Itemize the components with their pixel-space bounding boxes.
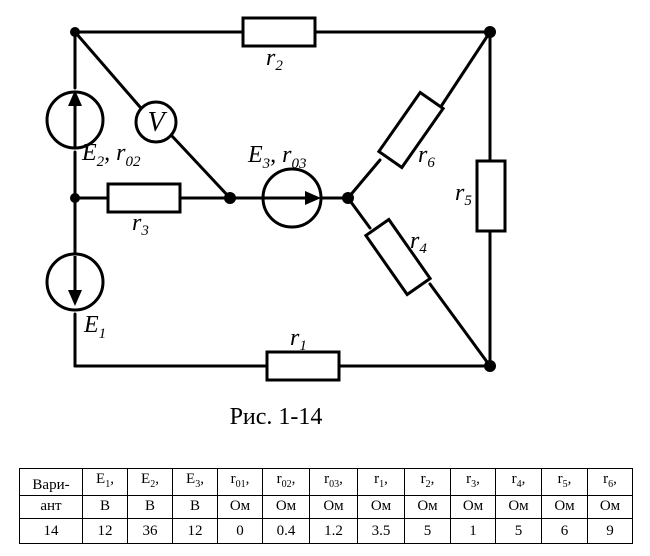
- circuit-diagram: V r2 E2, r02 E3, r03 r6 r5 r4 r3 E1 r1: [45, 16, 507, 382]
- wire-diag-voltmeter-bottom: [170, 134, 232, 200]
- label-r4: r4: [410, 228, 427, 257]
- header-r3-unit: Ом: [450, 495, 496, 519]
- node-top-left: [70, 27, 80, 37]
- header-r4-top: r4,: [495, 468, 542, 496]
- header-r2-top: r2,: [404, 468, 451, 496]
- node-left-mid: [70, 193, 80, 203]
- label-r1: r1: [290, 325, 307, 354]
- header-r5-top: r5,: [541, 468, 588, 496]
- cell-variant: 14: [19, 518, 83, 544]
- resistor-r5: [475, 159, 507, 233]
- header-e3-unit: В: [172, 495, 218, 519]
- header-r1-top: r1,: [357, 468, 405, 496]
- cell-r3: 1: [450, 518, 496, 544]
- cell-r02: 0.4: [262, 518, 310, 544]
- table-header-row-top: Вари- E1, E2, E3, r01, r02, r03, r1, r2,…: [19, 468, 633, 496]
- label-r3: r3: [132, 210, 149, 239]
- resistor-r1: [265, 350, 341, 382]
- parameters-table: Вари- E1, E2, E3, r01, r02, r03, r1, r2,…: [19, 468, 633, 544]
- header-r6-unit: Ом: [587, 495, 633, 519]
- header-e1-top: E1,: [82, 468, 128, 496]
- node-center-right: [342, 192, 354, 204]
- cell-r6: 9: [587, 518, 633, 544]
- label-r2: r2: [266, 45, 283, 74]
- voltmeter-symbol: V: [147, 107, 167, 138]
- cell-r01: 0: [217, 518, 263, 544]
- node-center-left: [224, 192, 236, 204]
- resistor-r6: [376, 90, 446, 170]
- wire-node-r6: [346, 158, 382, 200]
- cell-e1: 12: [82, 518, 128, 544]
- table-header-row-bottom: ант В В В Ом Ом Ом Ом Ом Ом Ом Ом Ом: [19, 495, 633, 519]
- header-variant-bottom: ант: [19, 495, 83, 519]
- header-e2-top: E2,: [127, 468, 173, 496]
- table-row: 14 12 36 12 0 0.4 1.2 3.5 5 1 5 6 9: [19, 518, 633, 544]
- cell-e2: 36: [127, 518, 173, 544]
- header-r01-unit: Ом: [217, 495, 263, 519]
- cell-r1: 3.5: [357, 518, 405, 544]
- label-r6: r6: [418, 142, 435, 171]
- resistor-r4: [363, 217, 433, 297]
- header-r5-unit: Ом: [541, 495, 588, 519]
- cell-r2: 5: [404, 518, 451, 544]
- figure-caption: Рис. 1-14: [229, 404, 323, 430]
- header-r3-top: r3,: [450, 468, 496, 496]
- wire-node-r4: [346, 196, 372, 230]
- wire-r4-corner: [428, 282, 492, 368]
- header-r03-top: r03,: [309, 468, 358, 496]
- source-e2-arrow-head: [68, 90, 82, 106]
- cell-r4: 5: [495, 518, 542, 544]
- wire-r6-corner: [438, 30, 492, 110]
- label-r5: r5: [455, 180, 472, 209]
- header-r01-top: r01,: [217, 468, 263, 496]
- source-e1-arrow-head: [68, 290, 82, 306]
- header-r2-unit: Ом: [404, 495, 451, 519]
- header-variant-top: Вари-: [19, 468, 83, 496]
- label-e1: E1: [83, 312, 106, 342]
- node-top-right: [484, 26, 496, 38]
- header-r02-top: r02,: [262, 468, 310, 496]
- header-r1-unit: Ом: [357, 495, 405, 519]
- label-e2-r02: E2, r02: [81, 140, 141, 170]
- label-e3-r03: E3, r03: [247, 142, 307, 172]
- header-r02-unit: Ом: [262, 495, 310, 519]
- cell-e3: 12: [172, 518, 218, 544]
- resistor-r2: [241, 16, 317, 48]
- voltmeter: [134, 100, 178, 144]
- source-e3-arrow-head: [305, 191, 321, 205]
- resistor-r3: [106, 182, 182, 214]
- header-e3-top: E3,: [172, 468, 218, 496]
- cell-r03: 1.2: [309, 518, 358, 544]
- wire-diag-voltmeter-top: [73, 30, 142, 109]
- header-r4-unit: Ом: [495, 495, 542, 519]
- cell-r5: 6: [541, 518, 588, 544]
- header-r6-top: r6,: [587, 468, 633, 496]
- header-e2-unit: В: [127, 495, 173, 519]
- node-bottom-right: [484, 360, 496, 372]
- source-e1: [45, 252, 105, 312]
- header-e1-unit: В: [82, 495, 128, 519]
- header-r03-unit: Ом: [309, 495, 358, 519]
